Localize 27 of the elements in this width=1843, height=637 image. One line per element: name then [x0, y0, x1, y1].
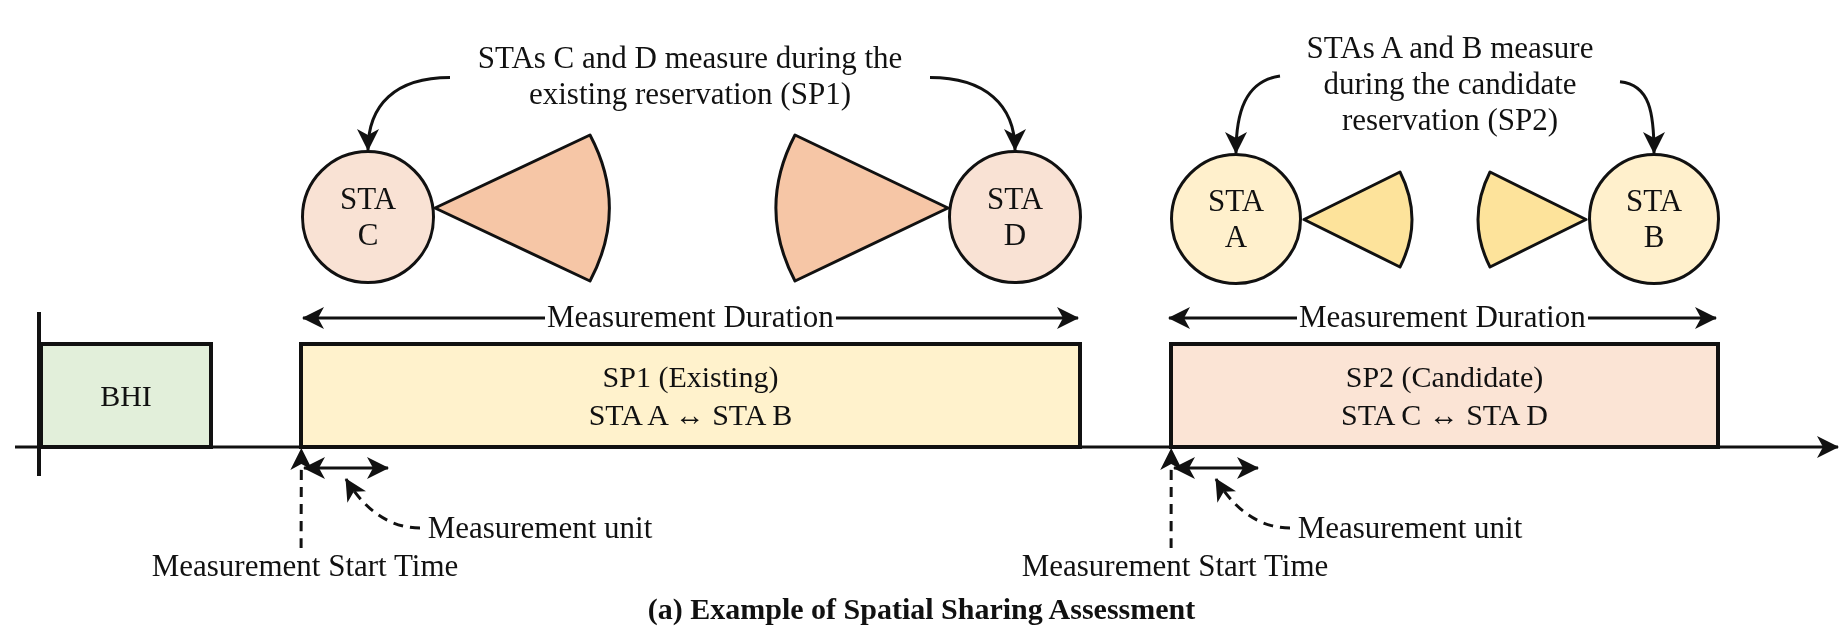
- service-period-box: [299, 342, 1082, 449]
- annotation-text: STAs C and D measure during the existing reservation (SP1): [450, 40, 930, 120]
- annotation-text: Measurement unit: [1290, 510, 1530, 546]
- arrow: [1225, 74, 1281, 154]
- measurement-unit-arrow: [302, 457, 390, 479]
- station-circle: STA B: [1588, 153, 1720, 285]
- beacon-interval-box: BHI: [39, 342, 213, 449]
- annotation-text: Measurement Start Time: [980, 548, 1370, 584]
- box-text: STA C ↔ STA D: [1341, 396, 1548, 433]
- annotation-text: Measurement Start Time: [110, 548, 500, 584]
- annotation-text: STAs A and B measure during the candidate reservation (SP2): [1280, 30, 1620, 145]
- station-circle: STA D: [948, 150, 1082, 284]
- box-title: SP1 (Existing): [602, 358, 779, 395]
- caption: (a) Example of Spatial Sharing Assessment: [647, 592, 1196, 625]
- arrow: [929, 76, 1025, 151]
- leader-line: [1214, 478, 1291, 530]
- leader-line: [290, 448, 313, 548]
- box-title: SP2 (Candidate): [1345, 358, 1544, 395]
- station-circle: STA A: [1170, 153, 1302, 285]
- arrow: [358, 76, 451, 151]
- measurement-unit-arrow: [1172, 457, 1260, 479]
- station-circle: STA C: [301, 150, 435, 284]
- arrow: [1619, 80, 1665, 154]
- box-text: STA A ↔ STA B: [588, 396, 793, 433]
- annotation-text: Measurement unit: [420, 510, 660, 546]
- leader-line: [344, 478, 421, 530]
- service-period-box: [1169, 342, 1720, 449]
